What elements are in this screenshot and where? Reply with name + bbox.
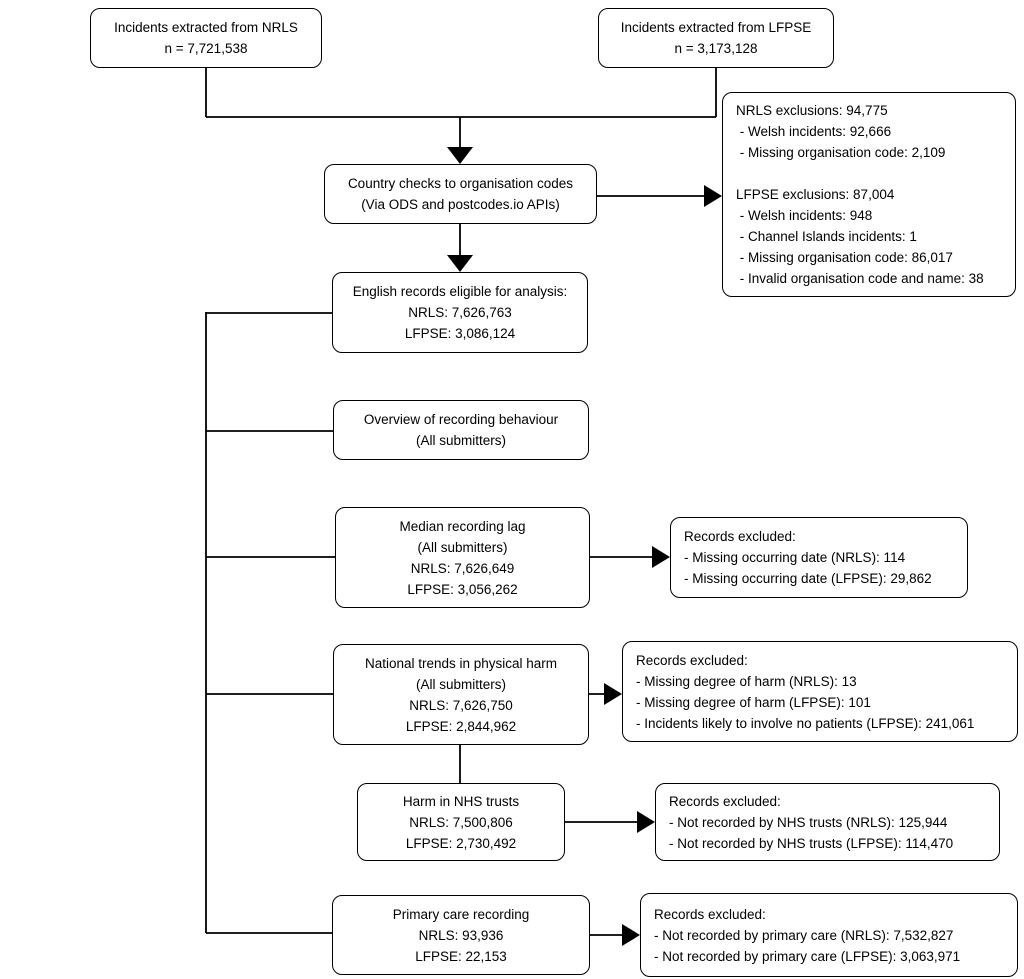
text-line: - Channel Islands incidents: 1	[736, 229, 917, 244]
text-line: (Via ODS and postcodes.io APIs)	[361, 197, 560, 212]
text-line: - Not recorded by primary care (LFPSE): …	[654, 948, 961, 964]
box-primary-care-records-excluded: Records excluded: - Not recorded by prima…	[640, 893, 1018, 977]
text-line: Incidents extracted from LFPSE	[620, 20, 812, 35]
text-line: LFPSE: 22,153	[415, 948, 507, 964]
text-line: Records excluded:	[669, 793, 781, 809]
text-line: LFPSE: 3,056,262	[407, 581, 518, 597]
text-line: - Missing occurring date (NRLS): 114	[684, 550, 906, 565]
text-line: Harm in NHS trusts	[402, 793, 520, 809]
text-line: National trends in physical harm	[364, 655, 558, 671]
text-line: (All submitters)	[415, 433, 506, 448]
text-line: Primary care recording	[392, 906, 530, 922]
box-national-trends-records-excluded: Records excluded: - Missing degree of har…	[622, 641, 1018, 742]
text-line: NRLS: 7,626,763	[408, 305, 512, 320]
text-line: - Incidents likely to involve no patient…	[636, 715, 975, 731]
box-incidents-extracted-lfpse: Incidents extracted from LFPSE n = 3,173,…	[598, 8, 834, 68]
text-line: - Invalid organisation code and name: 38	[736, 271, 984, 286]
box-exclusions: NRLS exclusions: 94,775 - Welsh incident…	[722, 92, 1016, 297]
text-line: Records excluded:	[684, 529, 796, 544]
box-median-recording-lag: Median recording lag (All submitters) NRLS…	[335, 507, 590, 608]
box-incidents-extracted-nrls: Incidents extracted from NRLS n = 7,721,5…	[90, 8, 322, 68]
text-line: - Welsh incidents: 92,666	[736, 124, 892, 139]
text-line: LFPSE: 3,086,124	[404, 326, 516, 341]
arrowhead-right-primary-excluded	[622, 924, 640, 946]
box-median-lag-records-excluded: Records excluded: - Missing occurring dat…	[670, 517, 968, 598]
arrowhead-down-country-checks	[447, 147, 473, 164]
arrowhead-right-median-excluded	[652, 546, 670, 568]
text-line: - Not recorded by NHS trusts (LFPSE): 11…	[669, 835, 954, 851]
text-line: Median recording lag	[399, 518, 526, 534]
text-line: NRLS: 7,626,750	[409, 697, 513, 713]
text-line: Incidents extracted from NRLS	[114, 20, 298, 35]
text-line: Records excluded:	[654, 906, 766, 922]
box-national-trends-physical-harm: National trends in physical harm (All sub…	[333, 644, 589, 745]
text-line: - Not recorded by primary care (NRLS): 7…	[654, 927, 954, 943]
text-line: NRLS: 93,936	[418, 927, 504, 943]
text-line: NRLS: 7,500,806	[409, 814, 513, 830]
text-line: (All submitters)	[415, 676, 506, 692]
text-line: NRLS exclusions: 94,775	[736, 103, 888, 118]
text-line: - Missing organisation code: 2,109	[736, 145, 946, 160]
box-country-checks: Country checks to organisation codes (Via…	[324, 164, 597, 224]
box-english-records-eligible: English records eligible for analysis: NR…	[332, 272, 588, 353]
text-line: LFPSE exclusions: 87,004	[736, 187, 895, 202]
text-line: English records eligible for analysis:	[352, 284, 568, 299]
box-overview-recording-behaviour: Overview of recording behaviour (All subm…	[333, 400, 589, 460]
text-line: (All submitters)	[417, 539, 508, 555]
text-line: - Missing organisation code: 86,017	[736, 250, 953, 265]
text-line: - Welsh incidents: 948	[736, 208, 873, 223]
arrowhead-right-exclusions	[704, 185, 722, 207]
text-line: LFPSE: 2,844,962	[405, 718, 517, 734]
text-line: Overview of recording behaviour	[363, 412, 559, 427]
text-line: - Missing degree of harm (LFPSE): 101	[636, 694, 871, 710]
arrowhead-right-harm-excluded	[637, 811, 655, 833]
text-line: n = 7,721,538	[164, 41, 248, 56]
text-line: - Not recorded by NHS trusts (NRLS): 125…	[669, 814, 948, 830]
text-line: NRLS: 7,626,649	[410, 560, 515, 576]
text-line: Country checks to organisation codes	[347, 176, 574, 191]
box-harm-nhs-trusts-records-excluded: Records excluded: - Not recorded by NHS t…	[655, 783, 1000, 861]
text-line: - Missing degree of harm (NRLS): 13	[636, 673, 857, 689]
text-line: - Missing occurring date (LFPSE): 29,862	[684, 571, 932, 586]
arrowhead-right-national-excluded	[604, 683, 622, 705]
text-line: LFPSE: 2,730,492	[405, 835, 517, 851]
text-line: Records excluded:	[636, 652, 748, 668]
arrowhead-down-english-records	[447, 255, 473, 272]
text-line: n = 3,173,128	[674, 41, 758, 56]
